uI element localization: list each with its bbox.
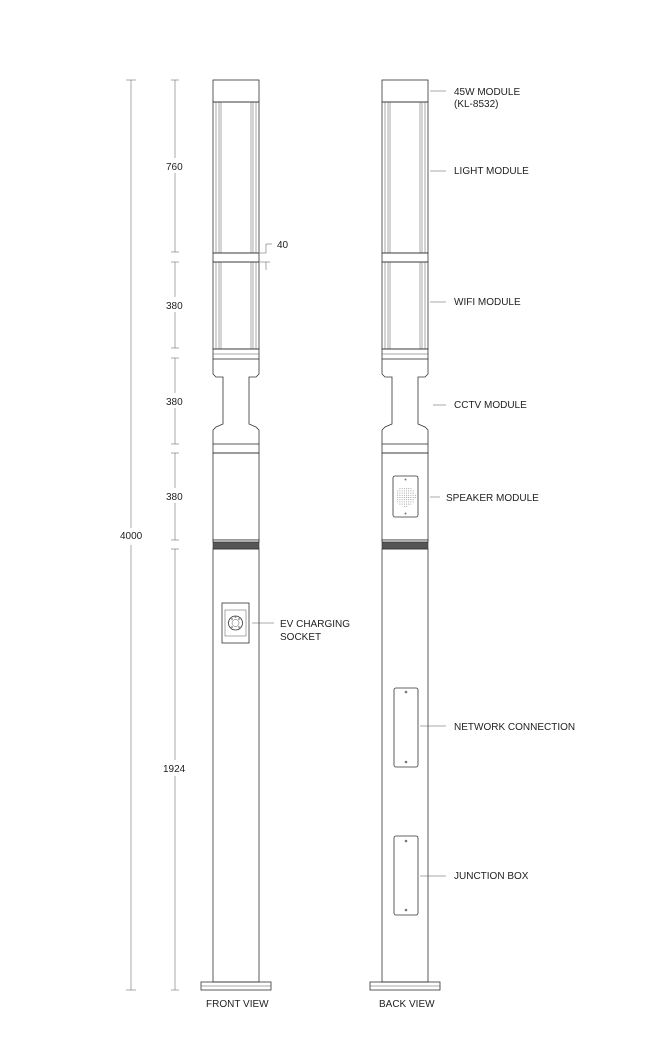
speaker-grille-hole (401, 499, 403, 501)
dimension-gap-label: 40 (277, 240, 289, 251)
speaker-grille-hole (403, 499, 405, 501)
speaker-grille-hole (401, 497, 403, 498)
overall-dimension-line (126, 79, 136, 991)
speaker-grille-hole (408, 503, 410, 505)
speaker-grille-hole (408, 492, 410, 494)
speaker-grille-hole (406, 492, 407, 494)
segment-dimension-lines (171, 79, 179, 991)
front-view-pole (200, 79, 272, 991)
speaker-grille-hole (403, 492, 405, 494)
back-view-pole (369, 79, 441, 991)
speaker-grille-hole (408, 494, 410, 496)
speaker-grille-hole (412, 490, 414, 492)
speaker-grille-hole (412, 497, 414, 498)
speaker-grille-hole (410, 494, 412, 496)
speaker-grille-hole (399, 494, 401, 496)
speaker-grille-hole (403, 505, 405, 507)
speaker-grille-hole (401, 503, 403, 505)
network-connection-panel-icon (393, 687, 419, 768)
speaker-grille-hole (414, 497, 416, 498)
speaker-grille-hole (399, 488, 401, 490)
speaker-grille-hole (397, 499, 399, 501)
speaker-grille-hole (410, 490, 412, 492)
speaker-grille-hole (406, 501, 407, 503)
speaker-grille-hole (408, 501, 410, 503)
speaker-grille-hole (406, 497, 407, 498)
speaker-grille-hole (401, 494, 403, 496)
speaker-grille-hole (410, 492, 412, 494)
leader-lines (252, 90, 446, 877)
speaker-grille-icon (392, 475, 419, 518)
back-view-title: BACK VIEW (379, 999, 435, 1010)
speaker-grille-hole (399, 499, 401, 501)
speaker-grille-hole (399, 490, 401, 492)
speaker-grille-hole (412, 501, 414, 503)
speaker-grille-hole (414, 494, 416, 496)
label-power-module: 45W MODULE (454, 87, 520, 98)
gap-dimension-line (260, 243, 272, 270)
speaker-grille-hole (397, 490, 399, 492)
junction-box-panel-icon (393, 835, 419, 916)
label-cctv-module: CCTV MODULE (454, 400, 527, 411)
speaker-grille-hole (397, 494, 399, 496)
speaker-grille-hole (403, 503, 405, 505)
dimension-speaker-module-label: 380 (166, 492, 183, 503)
speaker-grille-hole (399, 501, 401, 503)
speaker-grille-hole (403, 497, 405, 498)
speaker-grille-hole (408, 499, 410, 501)
dimension-cctv-module-label: 380 (166, 397, 183, 408)
speaker-grille-hole (399, 497, 401, 498)
speaker-grille-hole (403, 490, 405, 492)
speaker-grille-hole (403, 494, 405, 496)
label-light-module: LIGHT MODULE (454, 166, 529, 177)
speaker-grille-hole (410, 503, 412, 505)
speaker-grille-hole (401, 492, 403, 494)
dimension-light-module-label: 760 (166, 162, 183, 173)
ev-charging-socket-icon (221, 602, 250, 644)
speaker-grille-hole (406, 494, 407, 496)
label-power-module-model: (KL-8532) (454, 99, 498, 110)
speaker-grille-hole (406, 490, 407, 492)
speaker-grille-hole (410, 501, 412, 503)
speaker-grille-hole (408, 488, 410, 490)
speaker-grille-hole (408, 497, 410, 498)
speaker-grille-hole (399, 503, 401, 505)
speaker-grille-hole (408, 490, 410, 492)
speaker-grille-hole (410, 499, 412, 501)
speaker-grille-hole (397, 501, 399, 503)
speaker-grille-hole (401, 490, 403, 492)
label-ev-charging-socket: SOCKET (280, 632, 321, 643)
speaker-grille-hole (406, 488, 407, 490)
speaker-grille-hole (397, 492, 399, 494)
speaker-grille-hole (397, 497, 399, 498)
speaker-grille-hole (410, 497, 412, 498)
speaker-grille-hole (406, 499, 407, 501)
speaker-grille-hole (406, 505, 407, 507)
speaker-grille-hole (403, 501, 405, 503)
label-wifi-module: WIFI MODULE (454, 297, 521, 308)
speaker-grille-hole (412, 494, 414, 496)
dimension-wifi-module-label: 380 (166, 301, 183, 312)
speaker-grille-hole (399, 492, 401, 494)
speaker-grille-hole (410, 488, 412, 490)
speaker-grille-hole (406, 503, 407, 505)
label-speaker-module: SPEAKER MODULE (446, 493, 539, 504)
label-network-connection: NETWORK CONNECTION (454, 722, 575, 733)
label-junction-box: JUNCTION BOX (454, 871, 529, 882)
dimension-base-label: 1924 (163, 764, 186, 775)
speaker-grille-hole (412, 499, 414, 501)
speaker-grille-hole (403, 488, 405, 490)
speaker-grille-hole (412, 492, 414, 494)
speaker-grille-hole (401, 501, 403, 503)
label-ev-charging: EV CHARGING (280, 619, 350, 630)
speaker-grille-hole (401, 488, 403, 490)
front-view-title: FRONT VIEW (206, 999, 269, 1010)
dimension-total-label: 4000 (120, 531, 143, 542)
